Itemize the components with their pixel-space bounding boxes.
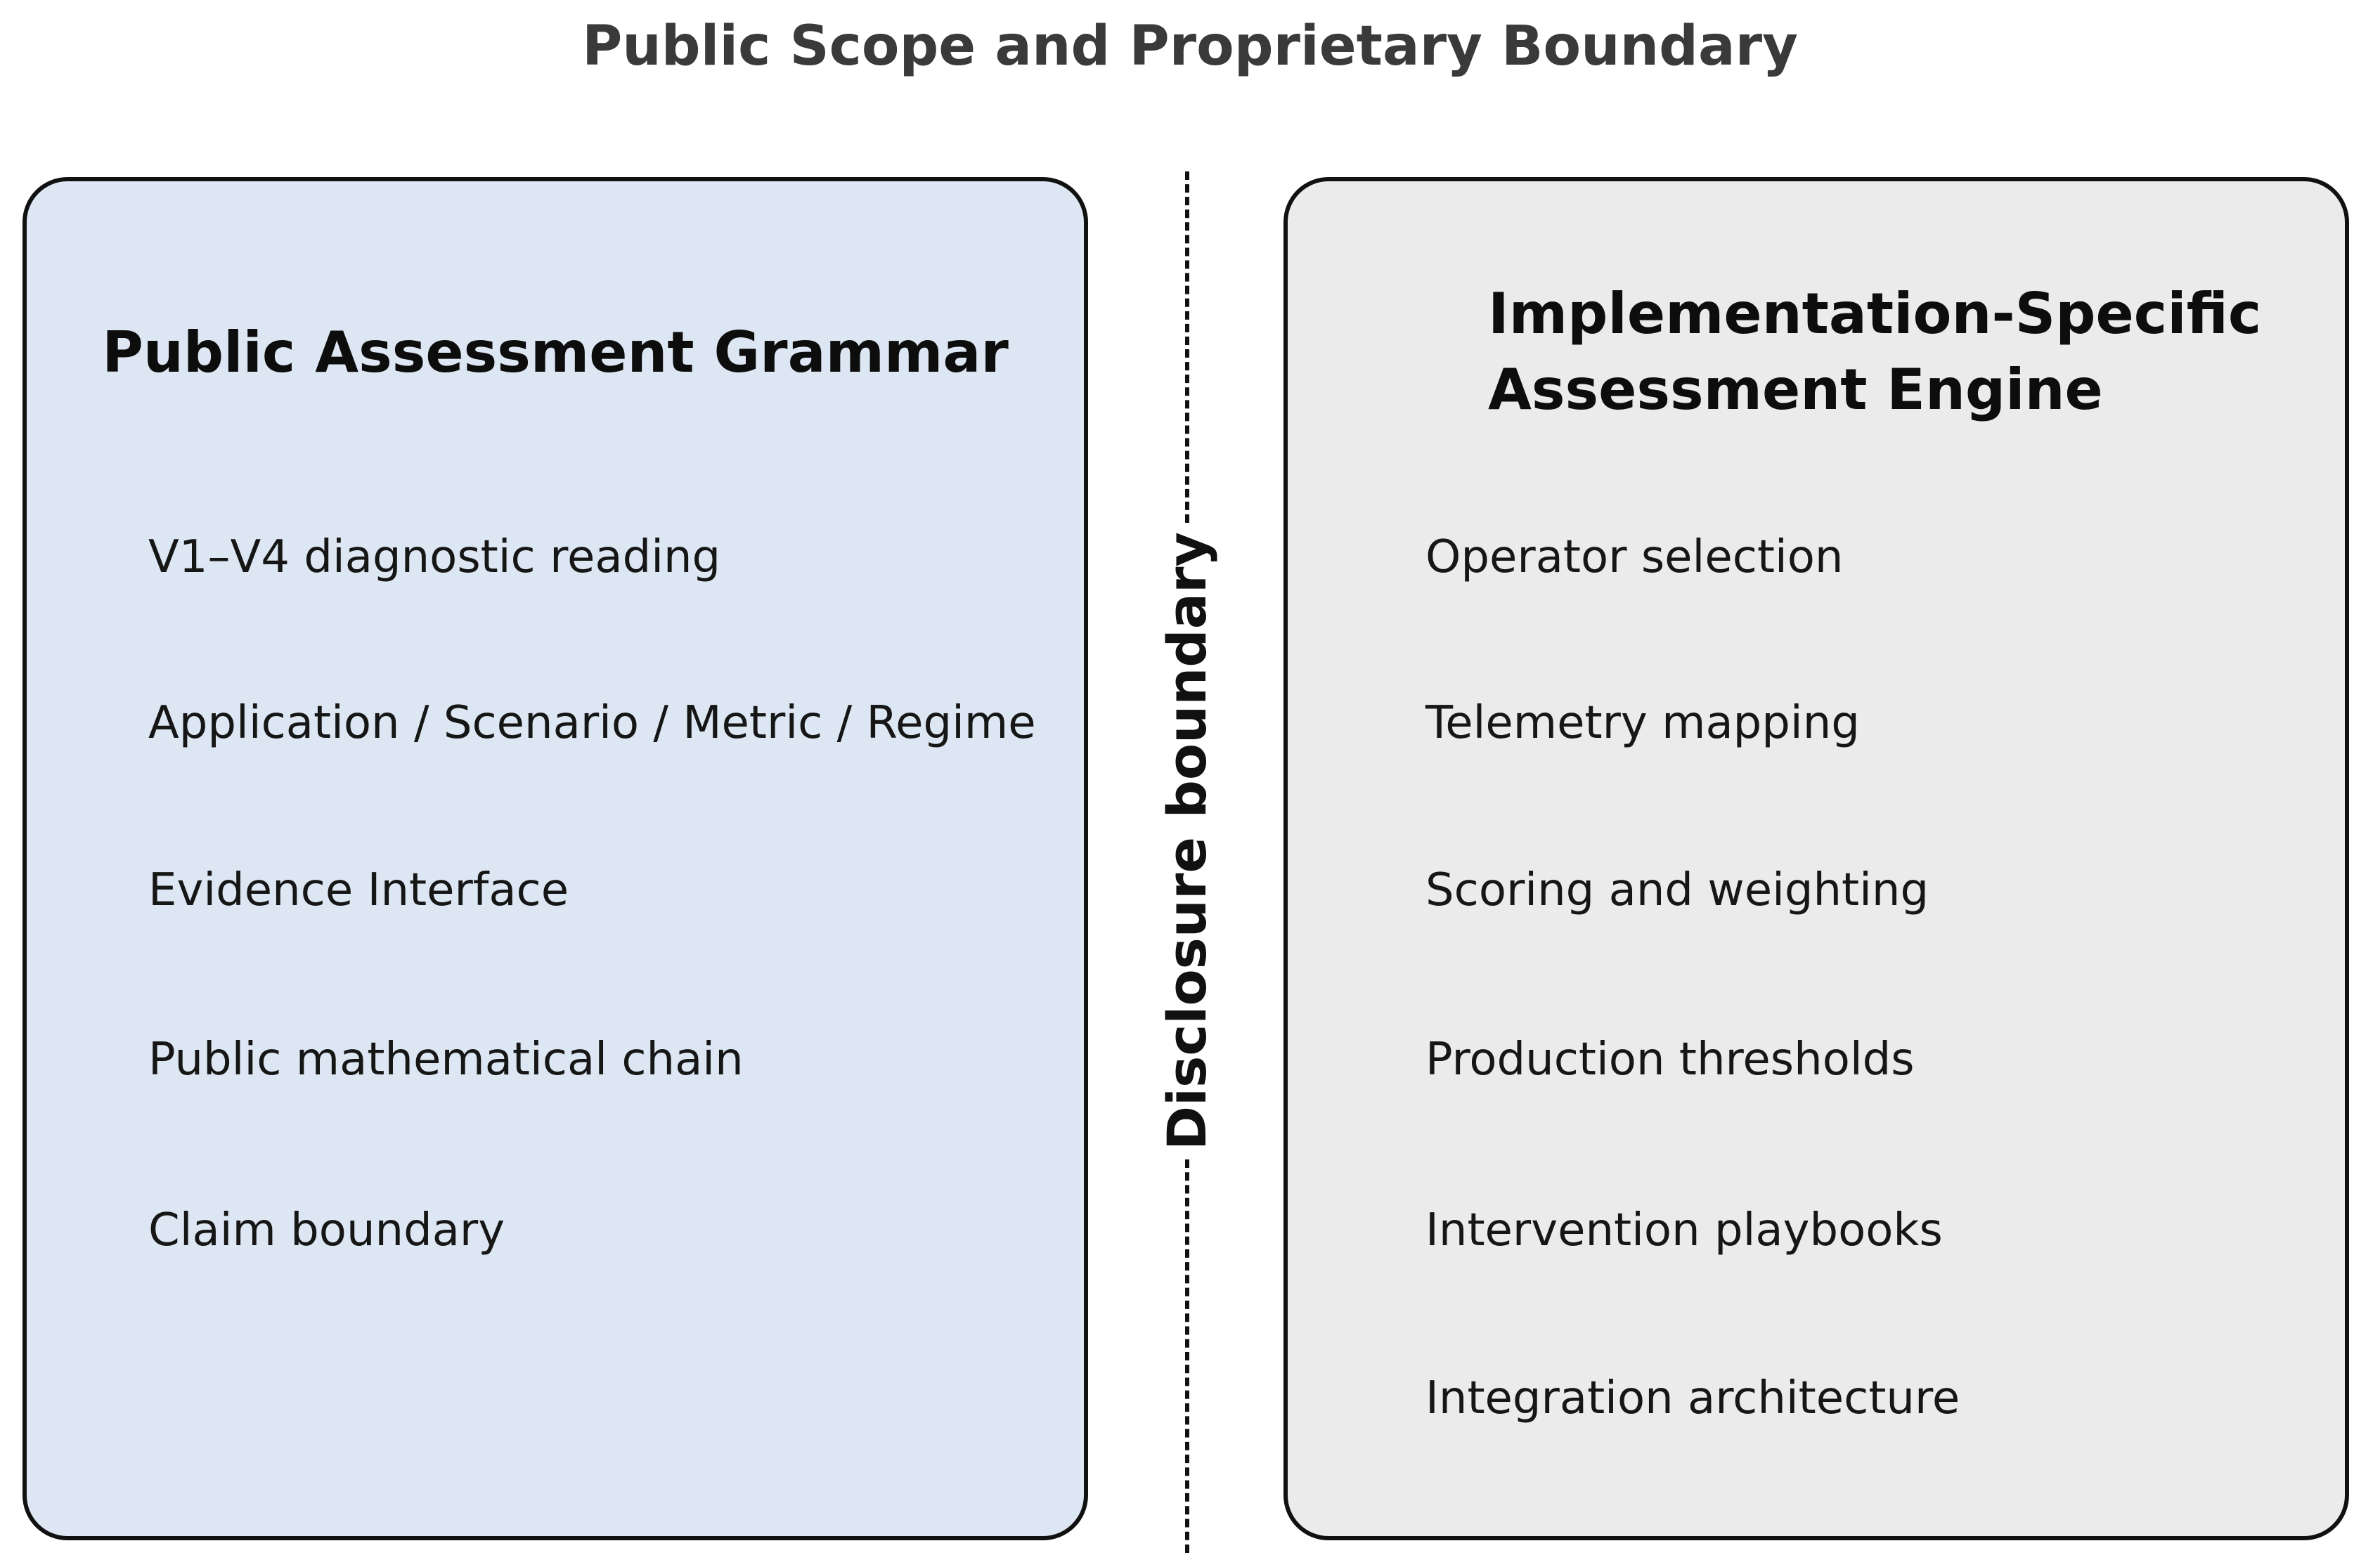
engine-panel-heading: Implementation-Specific Assessment Engin… bbox=[1488, 276, 2296, 428]
engine-item-operator-selection: Operator selection bbox=[1425, 531, 1844, 583]
public-item-claim-boundary: Claim boundary bbox=[148, 1204, 505, 1256]
engine-item-telemetry-mapping: Telemetry mapping bbox=[1425, 697, 1860, 749]
engine-heading-line2: Assessment Engine bbox=[1488, 357, 2103, 422]
implementation-engine-panel: Implementation-Specific Assessment Engin… bbox=[1283, 177, 2349, 1540]
public-item-diagnostic-reading: V1–V4 diagnostic reading bbox=[148, 531, 721, 583]
disclosure-boundary-line-bottom bbox=[1185, 1159, 1189, 1553]
disclosure-boundary-label: Disclosure boundary bbox=[1156, 531, 1218, 1151]
public-item-evidence-interface: Evidence Interface bbox=[148, 864, 569, 916]
engine-item-integration-architecture: Integration architecture bbox=[1425, 1372, 1960, 1424]
public-assessment-grammar-panel: Public Assessment Grammar V1–V4 diagnost… bbox=[22, 177, 1088, 1540]
public-item-mathematical-chain: Public mathematical chain bbox=[148, 1034, 744, 1086]
engine-heading-line1: Implementation-Specific bbox=[1488, 281, 2262, 346]
engine-item-intervention-playbooks: Intervention playbooks bbox=[1425, 1204, 1943, 1256]
page-title: Public Scope and Proprietary Boundary bbox=[582, 15, 1798, 78]
disclosure-boundary-line-top bbox=[1185, 171, 1189, 523]
engine-item-production-thresholds: Production thresholds bbox=[1425, 1034, 1915, 1086]
public-item-application-scenario: Application / Scenario / Metric / Regime bbox=[148, 697, 1036, 749]
engine-item-scoring-weighting: Scoring and weighting bbox=[1425, 864, 1929, 916]
public-panel-heading: Public Assessment Grammar bbox=[102, 320, 1009, 385]
